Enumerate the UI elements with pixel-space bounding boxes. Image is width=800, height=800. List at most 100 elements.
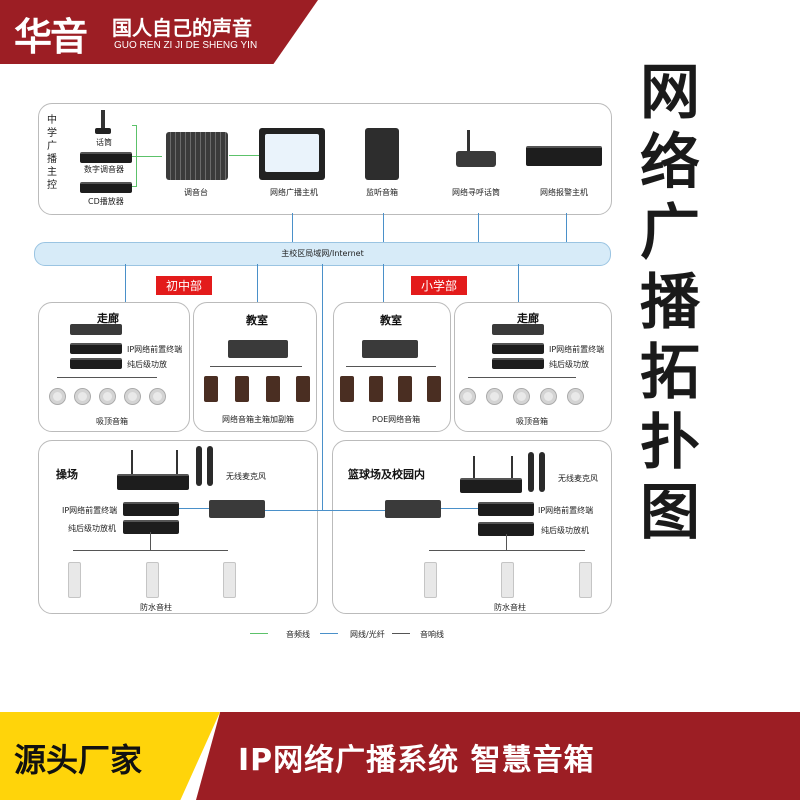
title-char: 拓 (640, 338, 700, 408)
title-char: 播 (640, 268, 700, 338)
primary-classroom-title: 教室 (380, 314, 402, 327)
column-speaker-icon (146, 562, 159, 598)
junior-field-title: 操场 (56, 468, 78, 481)
switch-icon (385, 500, 441, 518)
primary-section-tag: 小学部 (411, 276, 468, 295)
antenna-icon (511, 456, 513, 478)
network-line (383, 264, 384, 304)
primary-corridor-terminal-label: IP网络前置终端 (549, 345, 605, 354)
mic-label: 话筒 (96, 138, 112, 147)
junior-corridor-amp-label: 纯后级功放 (127, 360, 167, 369)
speaker-line (346, 366, 436, 367)
wall-speaker-icon (296, 376, 310, 402)
digital-mixer-label: 数字调音器 (84, 165, 124, 174)
junior-field-column-label: 防水音柱 (140, 603, 172, 612)
network-line (383, 213, 384, 243)
primary-corridor-speaker-label: 吸顶音箱 (516, 417, 548, 426)
paging-mic-label: 网络寻呼话筒 (452, 188, 500, 197)
lan-label: 主校区局域网/Internet (281, 249, 364, 258)
cd-player-icon (80, 182, 132, 193)
audio-line (132, 156, 162, 157)
ceiling-speaker-icon (74, 388, 91, 405)
paging-mic-icon (456, 151, 496, 167)
footer-red-banner (196, 712, 800, 800)
primary-court-box (332, 440, 612, 614)
speaker-line (57, 377, 157, 378)
network-line (292, 213, 293, 243)
column-speaker-icon (579, 562, 592, 598)
handheld-mic-icon (528, 452, 534, 492)
junior-classroom-box (193, 302, 317, 432)
network-line (257, 264, 258, 304)
amplifier-icon (478, 522, 534, 536)
switch-icon (492, 324, 544, 335)
footer-yellow-banner (0, 712, 220, 800)
handheld-mic-icon (196, 446, 202, 486)
brand-logo: 华音 (14, 14, 88, 59)
primary-court-terminal-label: IP网络前置终端 (538, 506, 594, 515)
legend-audio-swatch (250, 633, 268, 634)
junior-section-tag: 初中部 (156, 276, 213, 295)
audio-line (132, 125, 137, 126)
wall-speaker-icon (266, 376, 280, 402)
page-title: 网 络 广 播 拓 扑 图 (620, 58, 720, 548)
switch-icon (70, 324, 122, 335)
switch-icon (209, 500, 265, 518)
network-line (125, 264, 126, 304)
wall-speaker-icon (235, 376, 249, 402)
ip-terminal-icon (478, 502, 534, 516)
junior-corridor-title: 走廊 (97, 312, 119, 325)
title-char: 络 (640, 128, 700, 198)
mixing-console-icon (166, 132, 228, 180)
footer-left-text: 源头厂家 (14, 741, 143, 779)
title-char: 网 (640, 58, 700, 128)
title-char: 广 (640, 198, 700, 268)
legend-audio-label: 音频线 (286, 630, 310, 639)
primary-corridor-title: 走廊 (517, 312, 539, 325)
audio-line (229, 155, 259, 156)
ceiling-speaker-icon (149, 388, 166, 405)
alarm-host-label: 网络报警主机 (540, 188, 588, 197)
speaker-line (210, 366, 302, 367)
column-speaker-icon (501, 562, 514, 598)
primary-court-amp-label: 纯后级功放机 (541, 526, 589, 535)
legend-network-swatch (320, 633, 338, 634)
ceiling-speaker-icon (124, 388, 141, 405)
speaker-line (73, 550, 228, 551)
ceiling-speaker-icon (513, 388, 530, 405)
brand-banner (0, 0, 318, 64)
poe-speaker-icon (398, 376, 412, 402)
ip-terminal-icon (123, 502, 179, 516)
handheld-mic-icon (539, 452, 545, 492)
network-line (179, 508, 209, 509)
control-side-label: 中学广播主控 (47, 115, 57, 191)
wall-speaker-icon (204, 376, 218, 402)
antenna-icon (176, 450, 178, 474)
lan-backbone: 主校区局域网/Internet (34, 242, 611, 266)
network-line (265, 510, 322, 511)
wireless-receiver-icon (117, 474, 189, 490)
primary-classroom-box (333, 302, 451, 432)
control-room-box (38, 103, 612, 215)
switch-icon (362, 340, 418, 358)
ip-terminal-icon (492, 343, 544, 354)
junior-corridor-terminal-label: IP网络前置终端 (127, 345, 183, 354)
column-speaker-icon (68, 562, 81, 598)
switch-icon (228, 340, 288, 358)
wireless-receiver-icon (460, 478, 522, 493)
network-line (441, 508, 478, 509)
poe-speaker-icon (369, 376, 383, 402)
legend-speaker-swatch (392, 633, 410, 634)
junior-classroom-title: 教室 (246, 314, 268, 327)
digital-mixer-icon (80, 152, 132, 163)
host-label: 网络广播主机 (270, 188, 318, 197)
junior-field-terminal-label: IP网络前置终端 (62, 506, 118, 515)
column-speaker-icon (424, 562, 437, 598)
brand-pinyin: GUO REN ZI JI DE SHENG YIN (114, 40, 258, 51)
ceiling-speaker-icon (49, 388, 66, 405)
junior-corridor-speaker-label: 吸顶音箱 (96, 417, 128, 426)
audio-line (132, 186, 137, 187)
network-line (478, 213, 479, 243)
mixer-label: 调音台 (184, 188, 208, 197)
handheld-mic-icon (207, 446, 213, 486)
